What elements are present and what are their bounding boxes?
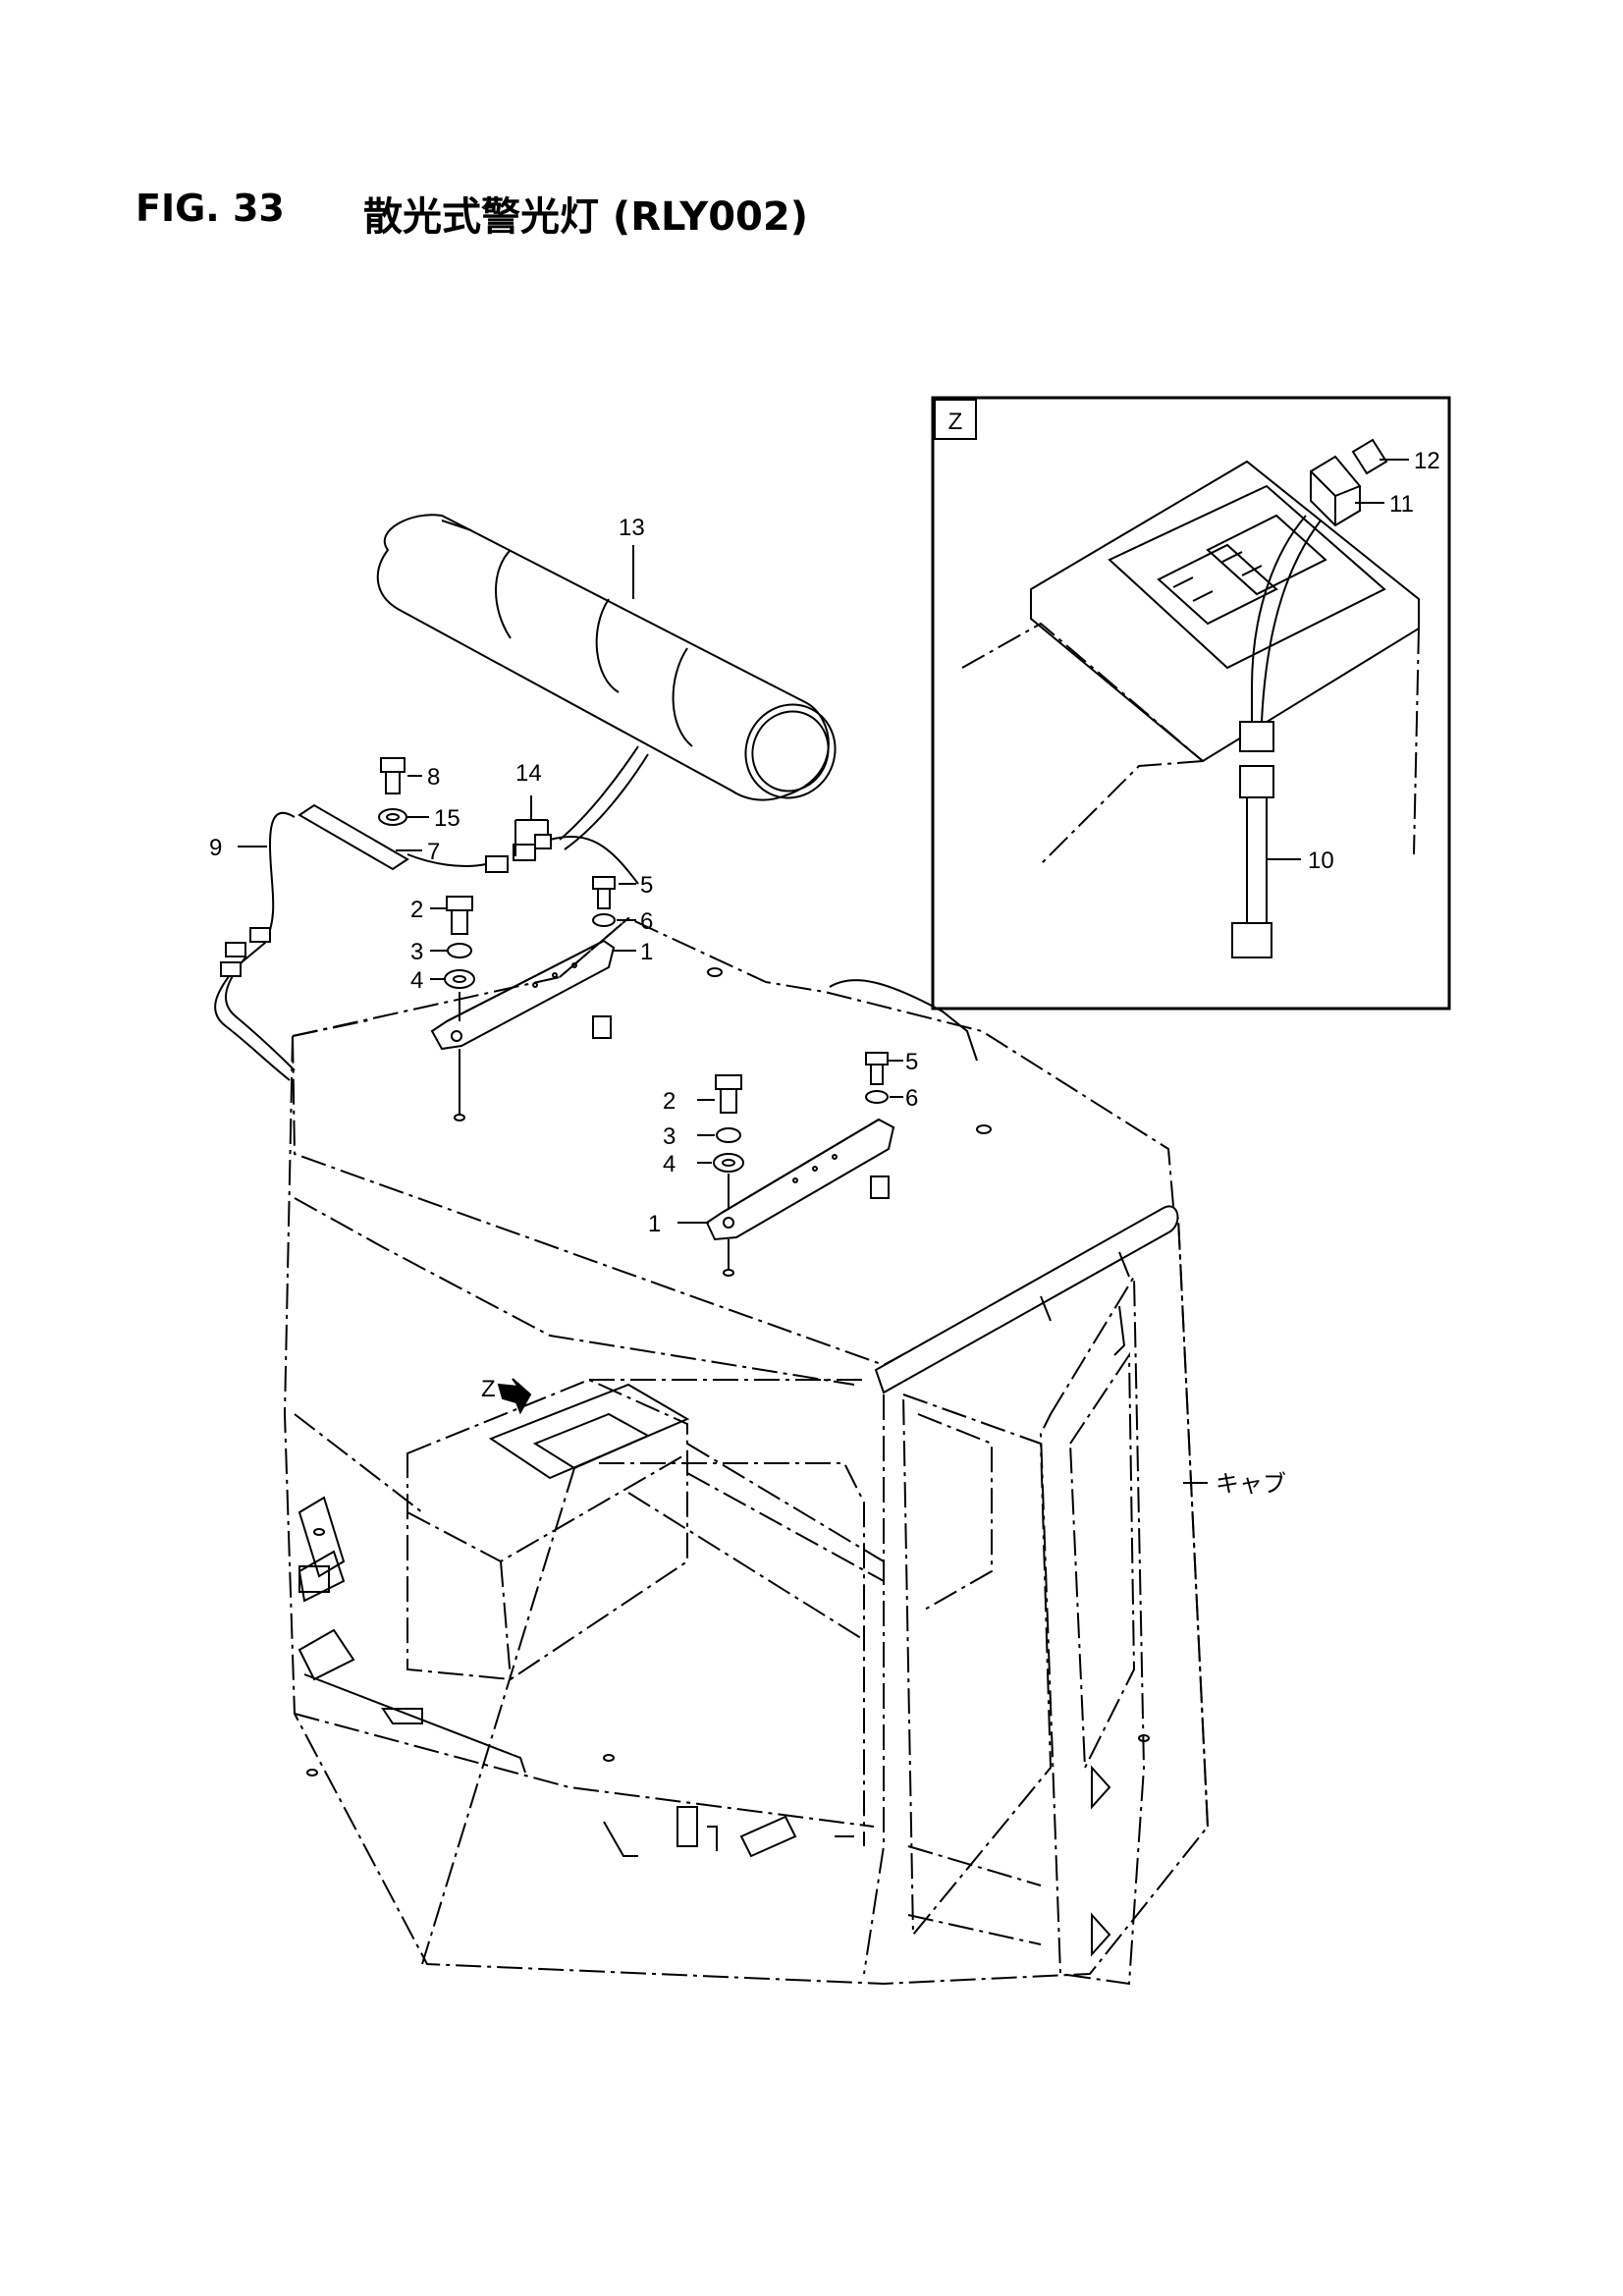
callout-2b: 2 bbox=[663, 1088, 676, 1115]
cab-console bbox=[406, 1378, 688, 1681]
callout-12: 12 bbox=[1414, 448, 1440, 474]
figure-number: FIG. 33 bbox=[135, 187, 285, 230]
cab-outline: Z キャブ bbox=[283, 916, 1286, 1986]
spacer-upper bbox=[592, 1015, 612, 1039]
callout-14: 14 bbox=[515, 760, 542, 787]
switch-11 bbox=[1310, 455, 1361, 527]
connector-end bbox=[1231, 922, 1272, 958]
detail-label: Z bbox=[948, 409, 963, 435]
callout-5a: 5 bbox=[640, 872, 653, 899]
callout-3a: 3 bbox=[410, 939, 423, 965]
view-arrow-label: Z bbox=[481, 1376, 496, 1402]
callout-9: 9 bbox=[209, 835, 222, 861]
light-bar: 13 bbox=[376, 514, 837, 850]
light-bar-cable bbox=[559, 745, 639, 841]
callout-13: 13 bbox=[619, 515, 645, 541]
switch-panel bbox=[1108, 484, 1386, 670]
cap-12 bbox=[1351, 438, 1388, 475]
grab-rail bbox=[874, 1205, 1179, 1394]
callout-6b: 6 bbox=[905, 1085, 918, 1112]
callout-2a: 2 bbox=[410, 897, 423, 923]
figure-title: 散光式警光灯 (RLY002) bbox=[363, 194, 809, 240]
callout-1b: 1 bbox=[648, 1211, 661, 1237]
callout-10: 10 bbox=[1308, 847, 1334, 874]
spacer-lower bbox=[870, 1175, 890, 1199]
hose-9 bbox=[235, 811, 296, 968]
light-bar-body bbox=[376, 514, 830, 801]
hardware-left: 8 15 7 9 14 bbox=[209, 757, 639, 1081]
callout-8: 8 bbox=[427, 764, 440, 791]
connector-lower bbox=[1239, 765, 1274, 798]
cab-door bbox=[1039, 1273, 1146, 1986]
callout-7: 7 bbox=[427, 839, 440, 865]
detail-view-z: Z 10 11 12 bbox=[931, 396, 1451, 1011]
callout-3b: 3 bbox=[663, 1123, 676, 1150]
bracket-set-lower: 2 3 4 5 6 1 bbox=[648, 1049, 918, 1277]
callout-4b: 4 bbox=[663, 1151, 676, 1177]
detail-frame bbox=[931, 396, 1451, 1011]
callout-1a: 1 bbox=[640, 939, 653, 965]
wire-harness bbox=[1251, 515, 1307, 722]
callout-15: 15 bbox=[434, 805, 460, 832]
detail-label-box bbox=[934, 399, 977, 440]
callout-4a: 4 bbox=[410, 967, 423, 994]
bracket-1-lower bbox=[705, 1118, 895, 1241]
hose-stay bbox=[298, 803, 409, 871]
callout-11: 11 bbox=[1389, 491, 1414, 518]
view-arrow-z bbox=[497, 1378, 532, 1415]
connector-upper bbox=[1239, 721, 1274, 752]
callout-6a: 6 bbox=[640, 908, 653, 935]
callout-5b: 5 bbox=[905, 1049, 918, 1075]
callout-cab: キャブ bbox=[1216, 1471, 1286, 1498]
bracket-set-upper: 2 3 4 5 6 1 bbox=[410, 872, 653, 1121]
